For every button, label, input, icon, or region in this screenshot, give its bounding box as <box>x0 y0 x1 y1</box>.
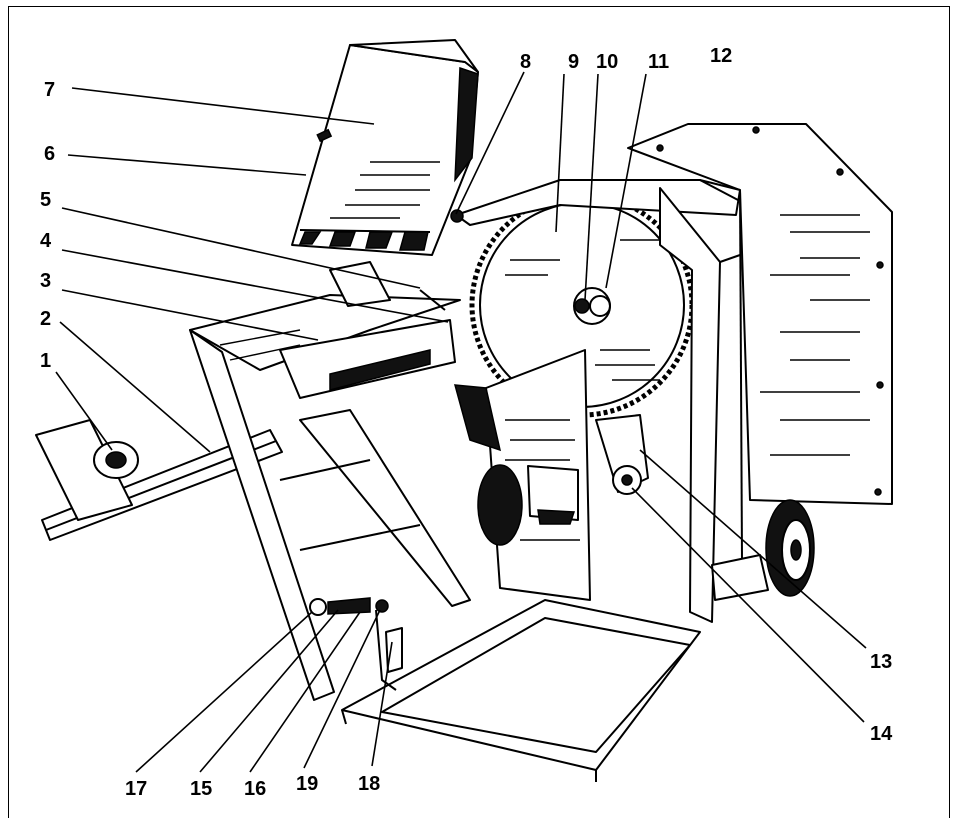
callout-11: 11 <box>605 51 669 289</box>
part-number-3: 3 <box>40 270 51 292</box>
callout-2: 2 <box>40 308 211 453</box>
part-number-6: 6 <box>44 143 55 165</box>
callout-8: 8 <box>455 51 531 215</box>
callout-10: 10 <box>584 51 618 301</box>
leader-line-2 <box>59 321 211 453</box>
part-number-15: 15 <box>190 778 212 800</box>
part-number-2: 2 <box>40 308 51 330</box>
part-number-18: 18 <box>358 773 380 795</box>
callout-3: 3 <box>40 270 319 341</box>
leader-line-16 <box>249 611 361 773</box>
leader-line-14 <box>631 487 865 723</box>
leader-line-6 <box>67 154 307 176</box>
leader-line-17 <box>135 611 313 773</box>
upper-blade-cover <box>291 39 479 256</box>
part-number-16: 16 <box>244 778 266 800</box>
leader-line-9 <box>555 73 565 233</box>
part-number-14: 14 <box>870 723 893 745</box>
leader-line-11 <box>605 73 647 289</box>
part-number-8: 8 <box>520 51 531 73</box>
callout-5: 5 <box>40 189 421 289</box>
leader-line-8 <box>455 71 525 215</box>
callout-14: 14 <box>631 487 893 745</box>
callout-9: 9 <box>555 51 579 233</box>
part-number-4: 4 <box>40 230 52 252</box>
extension-arm <box>35 419 283 541</box>
part-number-11: 11 <box>648 51 669 73</box>
leader-line-13 <box>639 449 867 649</box>
leader-line-7 <box>71 87 375 125</box>
leader-line-18 <box>371 641 393 767</box>
diagram-frame <box>8 6 950 818</box>
part-number-1: 1 <box>40 350 51 372</box>
part-number-9: 9 <box>568 51 579 73</box>
leader-line-1 <box>55 371 113 451</box>
part-number-17: 17 <box>125 778 147 800</box>
callout-1: 1 <box>40 350 113 451</box>
lower-housing <box>453 349 649 601</box>
stand-frame <box>189 329 701 782</box>
callout-12: 12 <box>710 45 732 67</box>
callout-16: 16 <box>244 611 361 800</box>
tilt-lock-mechanism <box>309 597 403 691</box>
leader-line-5 <box>61 207 421 289</box>
part-number-5: 5 <box>40 189 51 211</box>
blade-frame <box>450 179 743 623</box>
callout-15: 15 <box>190 609 339 800</box>
callout-18: 18 <box>358 641 393 795</box>
part-number-10: 10 <box>596 51 618 73</box>
leader-line-10 <box>584 73 599 301</box>
callout-13: 13 <box>639 449 892 673</box>
callout-6: 6 <box>44 143 307 176</box>
wheel <box>711 499 815 601</box>
callout-4: 4 <box>40 230 449 323</box>
callout-7: 7 <box>44 79 375 125</box>
tilting-table <box>189 261 461 399</box>
leader-line-3 <box>61 289 319 341</box>
callout-19: 19 <box>296 609 381 795</box>
leader-line-4 <box>61 249 449 323</box>
callout-17: 17 <box>125 611 313 800</box>
rear-guard-plate <box>627 123 893 505</box>
leader-line-15 <box>199 609 339 773</box>
part-number-19: 19 <box>296 773 318 795</box>
part-number-7: 7 <box>44 79 55 101</box>
leader-line-19 <box>303 609 381 769</box>
part-number-13: 13 <box>870 651 892 673</box>
part-number-12: 12 <box>710 45 732 67</box>
